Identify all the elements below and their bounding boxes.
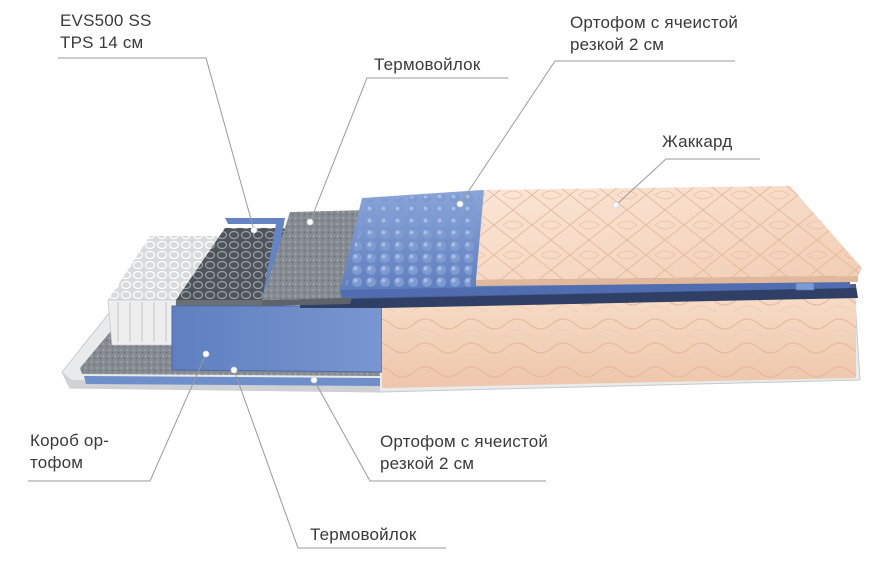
label-springs-line2: TPS 14 см bbox=[60, 33, 144, 52]
label-foam-bottom: Ортофом с ячеистой резкой 2 см bbox=[380, 431, 548, 475]
leader-foam-bottom bbox=[313, 379, 546, 482]
leader-springs bbox=[58, 57, 255, 231]
label-foam-bottom-line2: резкой 2 см bbox=[380, 454, 475, 473]
label-foam-top: Ортофом с ячеистой резкой 2 см bbox=[570, 12, 738, 56]
label-springs: EVS500 SS TPS 14 см bbox=[60, 10, 152, 54]
label-jacquard: Жаккард bbox=[662, 132, 733, 151]
box-foam-side bbox=[171, 305, 383, 373]
leader-dots bbox=[202, 200, 620, 384]
mattress-illustration bbox=[61, 186, 862, 393]
springs-dark bbox=[176, 228, 285, 300]
label-felt-top: Термовойлок bbox=[374, 55, 481, 74]
brand-tag bbox=[795, 282, 815, 291]
leader-felt-top bbox=[309, 77, 508, 223]
label-foam-bottom-line1: Ортофом с ячеистой bbox=[380, 432, 549, 451]
label-box: Короб ор- тофом bbox=[30, 430, 109, 474]
leader-foam-top bbox=[459, 60, 735, 205]
label-box-line2: тофом bbox=[30, 453, 84, 472]
label-box-line1: Короб ор- bbox=[30, 431, 110, 450]
leader-felt-bottom bbox=[233, 369, 446, 549]
label-foam-top-line2: резкой 2 см bbox=[570, 35, 665, 54]
leader-lines bbox=[28, 57, 760, 549]
foam-bottom-layer bbox=[84, 376, 380, 386]
leader-jacquard bbox=[615, 158, 760, 206]
leader-box bbox=[28, 353, 207, 482]
label-felt-bottom: Термовойлок bbox=[310, 525, 417, 544]
label-foam-top-line1: Ортофом с ячеистой bbox=[570, 13, 739, 32]
label-springs-line1: EVS500 SS bbox=[60, 11, 152, 30]
